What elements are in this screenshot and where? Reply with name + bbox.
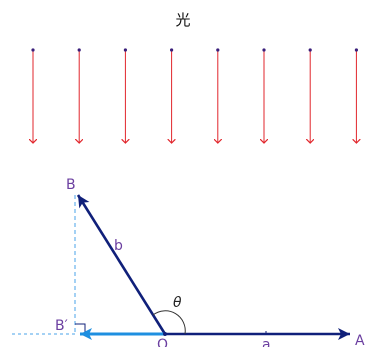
label-vector-b: b: [114, 238, 123, 254]
label-point-o: O: [157, 337, 168, 347]
angle-theta-arc: [152, 310, 186, 335]
label-point-b: B: [66, 177, 76, 193]
title-light: 光: [175, 11, 190, 29]
light-ray-origin-dot: [354, 48, 358, 52]
label-point-a: A: [355, 333, 365, 347]
light-ray-origin-dot: [262, 48, 266, 52]
light-ray-origin-dot: [77, 48, 81, 52]
vector-b-arrow: [76, 194, 167, 335]
light-ray-origin-dot: [308, 48, 312, 52]
light-ray-origin-dot: [123, 48, 127, 52]
label-angle-theta: θ: [173, 295, 182, 311]
light-ray-origin-dot: [216, 48, 220, 52]
light-ray-origin-dot: [31, 48, 35, 52]
label-vector-a: a: [262, 337, 271, 347]
light-rays: [31, 48, 358, 143]
label-point-b-prime: B′: [55, 318, 68, 334]
light-ray-origin-dot: [170, 48, 174, 52]
point-o-dot: [163, 332, 167, 336]
